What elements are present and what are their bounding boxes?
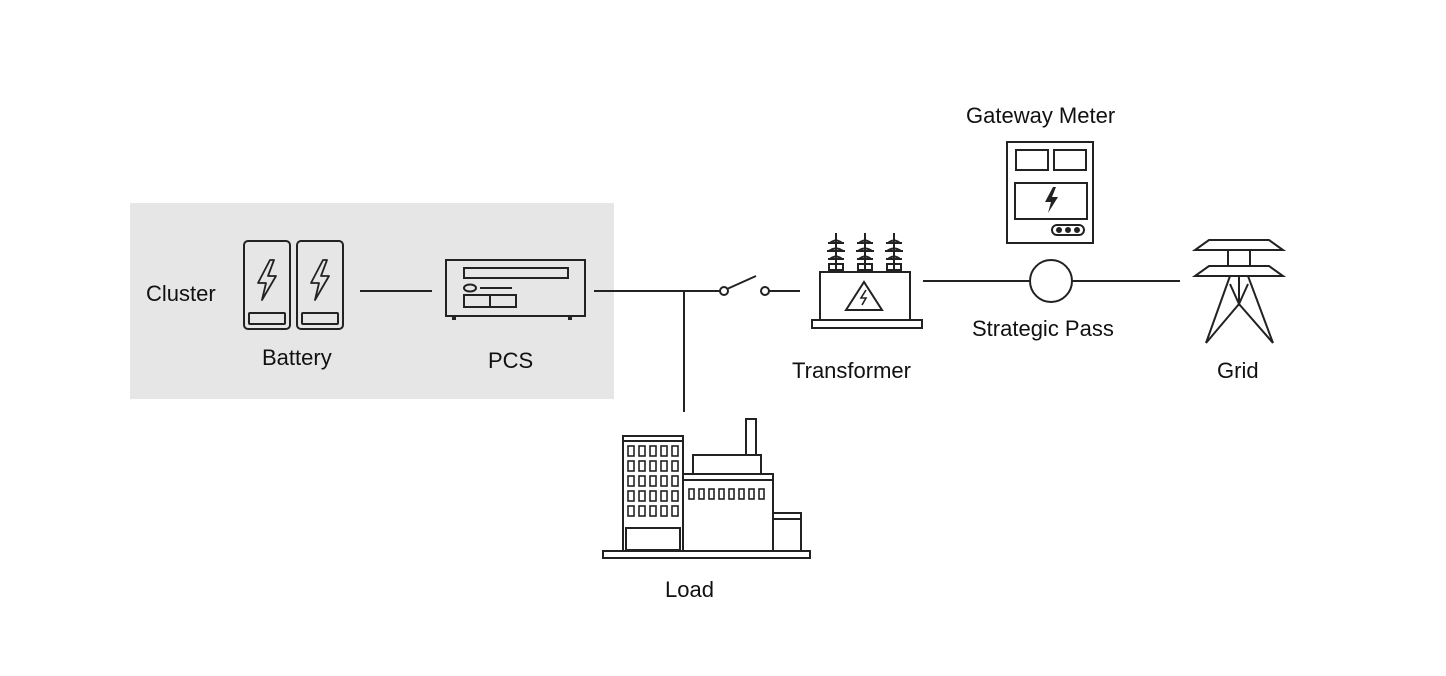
grid-label: Grid <box>1217 358 1259 383</box>
gateway-meter-label: Gateway Meter <box>966 103 1116 128</box>
load-label: Load <box>665 577 714 602</box>
factory-building-icon <box>602 418 811 559</box>
battery-icon <box>243 240 344 330</box>
pcs-label: PCS <box>488 348 534 373</box>
cluster-area <box>130 203 614 399</box>
switch-icon <box>719 275 770 296</box>
circle-node-icon <box>1029 259 1073 303</box>
transmission-tower-icon <box>1191 239 1287 344</box>
meter-icon <box>1006 141 1094 244</box>
pcs-icon <box>445 259 586 320</box>
strategic-pass-label: Strategic Pass <box>972 316 1114 341</box>
transformer-label: Transformer <box>792 358 911 383</box>
battery-label: Battery <box>262 345 332 370</box>
transformer-icon <box>811 233 923 329</box>
cluster-label: Cluster <box>146 281 216 306</box>
